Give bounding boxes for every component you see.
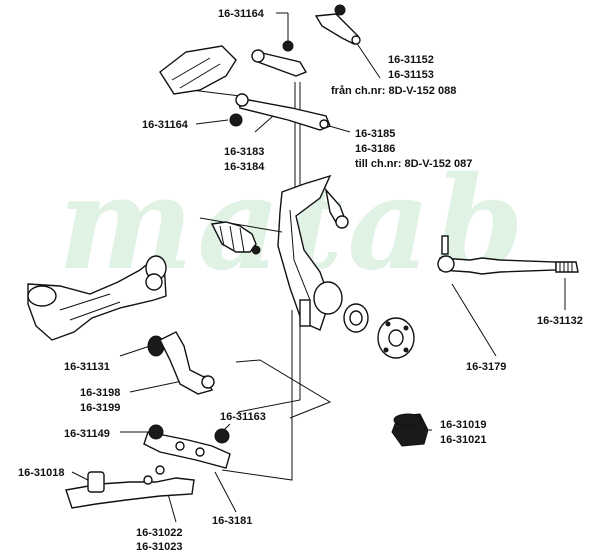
lower-arm-31018 — [65, 465, 195, 509]
label-16-3181: 16-3181 — [212, 515, 252, 527]
tie-rod — [437, 235, 579, 275]
label-16-3199: 16-3199 — [80, 402, 120, 414]
label-16-3183: 16-3183 — [224, 146, 264, 158]
drive-shaft — [199, 217, 283, 255]
label-16-31132: 16-31132 — [537, 315, 583, 327]
lower-arm-3181 — [143, 424, 231, 469]
label-16-31022: 16-31022 — [136, 527, 183, 539]
label-16-3185: 16-3185 — [355, 128, 395, 140]
subframe-mount — [27, 255, 167, 341]
lower-arm-3198 — [159, 331, 215, 395]
label-16-31018: 16-31018 — [18, 467, 65, 479]
bushing-31019 — [391, 413, 429, 447]
label-16-31149: 16-31149 — [64, 428, 110, 440]
wheel-bearing — [343, 303, 369, 333]
label-16-3186: 16-3186 — [355, 143, 395, 155]
label-16-31153: 16-31153 — [388, 69, 434, 81]
label-16-3179: 16-3179 — [466, 361, 506, 373]
upper-arm-lower — [229, 93, 331, 131]
label-from-chassis: från ch.nr: 8D-V-152 088 — [331, 85, 456, 97]
label-16-3184: 16-3184 — [224, 161, 265, 173]
label-to-chassis: till ch.nr: 8D-V-152 087 — [355, 158, 472, 170]
leader-lines — [71, 12, 566, 523]
label-16-3198: 16-3198 — [80, 387, 120, 399]
label-16-31152: 16-31152 — [388, 54, 434, 66]
part-labels: 16-31164 16-31152 16-31153 från ch.nr: 8… — [18, 8, 583, 553]
upper-arm-rear — [314, 4, 361, 45]
label-16-31023: 16-31023 — [136, 541, 183, 553]
upper-arm-front — [251, 40, 308, 77]
label-16-31021: 16-31021 — [440, 434, 487, 446]
label-16-31164-mid: 16-31164 — [142, 119, 189, 131]
wheel-hub — [377, 317, 415, 359]
wheel-hub-carrier — [277, 174, 349, 331]
label-16-31131: 16-31131 — [64, 361, 110, 373]
upper-mount-bracket — [159, 45, 237, 95]
label-16-31164-top: 16-31164 — [218, 8, 265, 20]
label-16-31019: 16-31019 — [440, 419, 487, 431]
label-16-31163: 16-31163 — [220, 411, 266, 423]
